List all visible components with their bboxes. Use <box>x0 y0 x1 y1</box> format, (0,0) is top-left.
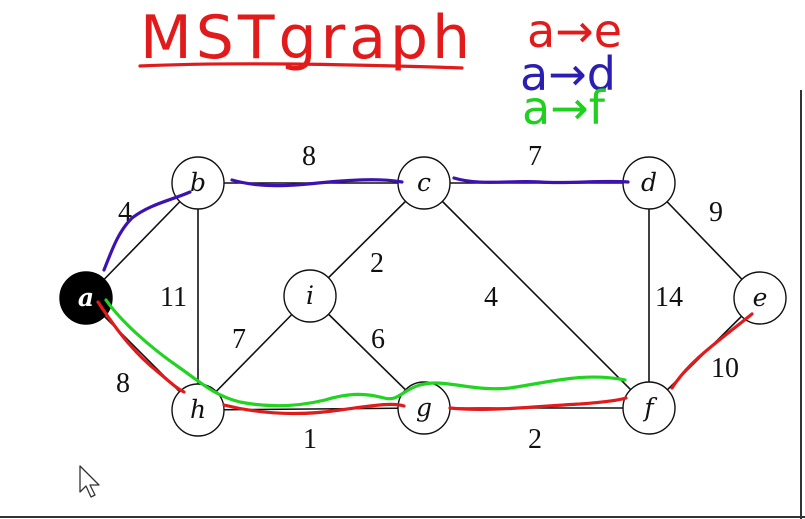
edge-c-i <box>309 182 425 297</box>
node-d: d <box>622 156 676 210</box>
edge-c-f <box>423 182 650 409</box>
weight-d-e: 9 <box>709 197 723 228</box>
node-b: b <box>171 156 225 210</box>
node-a: a <box>59 271 113 325</box>
note-a-to-f: a→f <box>522 81 607 135</box>
arrow-cursor-icon <box>79 465 100 498</box>
node-i: i <box>283 269 337 323</box>
weight-d-f: 14 <box>655 282 683 313</box>
weight-b-h: 11 <box>160 282 187 313</box>
weight-c-f: 4 <box>484 282 498 313</box>
weight-h-i: 7 <box>232 324 246 355</box>
node-h-circle <box>171 383 225 437</box>
node-i-circle <box>283 269 337 323</box>
node-c-circle <box>397 156 451 210</box>
node-a-circle <box>59 271 113 325</box>
weight-a-b: 4 <box>118 197 132 228</box>
node-g: g <box>397 381 451 435</box>
node-i-label: i <box>306 281 314 310</box>
note-a-to-e: a→e <box>527 4 622 58</box>
path-annotations <box>96 176 754 416</box>
node-c: c <box>397 156 451 210</box>
weight-c-d: 7 <box>528 141 542 172</box>
node-b-circle <box>171 156 225 210</box>
path-a-to-e-red <box>96 300 754 416</box>
node-h-label: h <box>190 395 206 424</box>
weight-g-i: 6 <box>371 324 385 355</box>
title-underline <box>138 62 464 70</box>
node-f-label: f <box>642 393 657 422</box>
edge-g-h <box>197 407 425 411</box>
weight-e-f: 10 <box>711 353 739 384</box>
graph-nodes: a b c d e f g h <box>59 156 787 437</box>
node-h: h <box>171 383 225 437</box>
weight-a-h: 8 <box>116 368 130 399</box>
weight-g-h: 1 <box>303 424 317 455</box>
edge-a-b <box>85 182 199 299</box>
node-e-circle <box>733 271 787 325</box>
path-a-to-f-green <box>104 298 627 408</box>
node-c-label: c <box>417 168 431 197</box>
node-e-label: e <box>753 283 768 312</box>
node-e: e <box>733 271 787 325</box>
node-a-label: a <box>78 283 94 312</box>
node-f-circle <box>622 381 676 435</box>
weight-f-g: 2 <box>528 424 542 455</box>
weight-b-c: 8 <box>302 141 316 172</box>
note-a-to-d: a→d <box>520 47 616 101</box>
node-f: f <box>622 381 676 435</box>
node-d-label: d <box>641 168 657 197</box>
node-g-label: g <box>416 393 432 422</box>
handwritten-title: MSTgraph <box>140 3 474 73</box>
weight-c-i: 2 <box>370 248 384 279</box>
path-a-to-d-blue <box>102 176 630 272</box>
node-b-label: b <box>190 168 206 197</box>
